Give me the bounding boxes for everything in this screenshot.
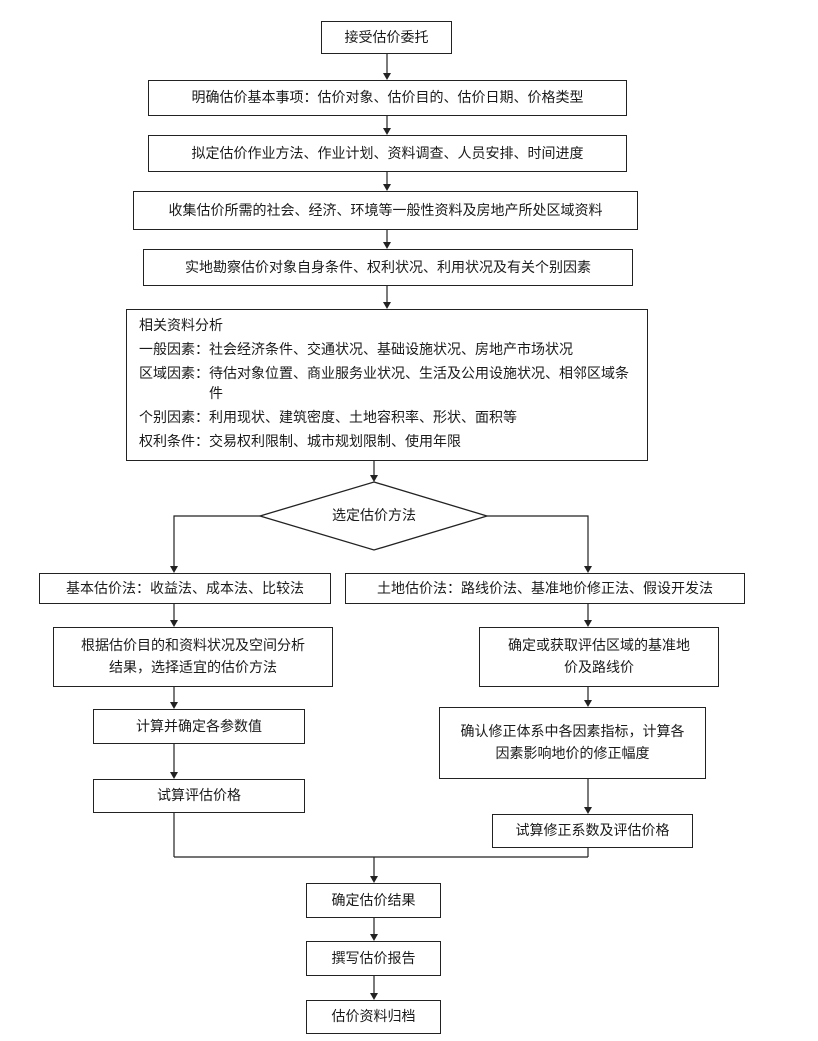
factor-box: 确认修正体系中各因素指标，计算各 因素影响地价的修正幅度 [439,707,706,779]
arrowhead [370,876,378,883]
basic-methods-box: 基本估价法：收益法、成本法、比较法 [39,573,331,604]
analysis-row-regional: 区域因素： 待估对象位置、商业服务业状况、生活及公用设施状况、相邻区域条件 [139,364,637,404]
result-box: 确定估价结果 [306,883,441,918]
branch-left [173,515,260,567]
step-collect: 收集估价所需的社会、经济、环境等一般性资料及房地产所处区域资料 [133,191,638,230]
archive-box: 估价资料归档 [306,1000,441,1034]
arrowhead [370,934,378,941]
arrowhead [170,702,178,709]
arrowhead [370,475,378,482]
arrowhead [383,184,391,191]
analysis-box: 相关资料分析 一般因素： 社会经济条件、交通状况、基础设施状况、房地产市场状况 … [126,309,648,461]
analysis-value: 利用现状、建筑密度、土地容积率、形状、面积等 [209,410,517,426]
base-price-line2: 价及路线价 [564,660,634,676]
analysis-value: 待估对象位置、商业服务业状况、生活及公用设施状况、相邻区域条件 [209,366,629,402]
result-label: 确定估价结果 [331,892,416,909]
arrowhead [584,566,592,573]
step-survey-label: 实地勘察估价对象自身条件、权利状况、利用状况及有关个别因素 [185,259,591,276]
analysis-value: 社会经济条件、交通状况、基础设施状况、房地产市场状况 [209,342,573,358]
factor-line1: 确认修正体系中各因素指标，计算各 [460,724,685,740]
params-label: 计算并确定各参数值 [136,718,262,735]
arrowhead [383,73,391,80]
step-accept-label: 接受估价委托 [344,29,429,46]
step-collect-label: 收集估价所需的社会、经济、环境等一般性资料及房地产所处区域资料 [168,202,603,219]
step-plan: 拟定估价作业方法、作业计划、资料调查、人员安排、时间进度 [148,135,627,172]
archive-label: 估价资料归档 [331,1009,416,1025]
arrowhead [584,620,592,627]
right-trial-box: 试算修正系数及评估价格 [492,814,693,848]
step-survey: 实地勘察估价对象自身条件、权利状况、利用状况及有关个别因素 [143,249,633,286]
branch-right [487,515,589,567]
report-box: 撰写估价报告 [306,941,441,976]
land-methods-label: 土地估价法：路线价法、基准地价修正法、假设开发法 [377,580,713,597]
land-methods-box: 土地估价法：路线价法、基准地价修正法、假设开发法 [345,573,745,604]
arrowhead [584,807,592,814]
left-trial-box: 试算评估价格 [93,779,305,813]
basic-methods-label: 基本估价法：收益法、成本法、比较法 [66,580,304,597]
select-method-line1: 根据估价目的和资料状况及空间分析 [81,638,305,654]
right-trial-label: 试算修正系数及评估价格 [515,823,670,839]
params-box: 计算并确定各参数值 [93,709,305,744]
left-trial-label: 试算评估价格 [157,788,241,804]
factor-line2: 因素影响地价的修正幅度 [495,746,650,762]
arrowhead [383,128,391,135]
arrowhead [170,566,178,573]
decision-label: 选定估价方法 [332,508,416,524]
arrowhead [383,302,391,309]
step-plan-label: 拟定估价作业方法、作业计划、资料调查、人员安排、时间进度 [191,145,584,162]
step-clarify: 明确估价基本事项：估价对象、估价目的、估价日期、价格类型 [148,80,627,116]
arrowhead [584,700,592,707]
analysis-key: 区域因素： [139,366,209,382]
base-price-line1: 确定或获取评估区域的基准地 [508,638,690,654]
step-accept: 接受估价委托 [321,21,452,54]
base-price-box: 确定或获取评估区域的基准地 价及路线价 [479,627,719,687]
select-method-box: 根据估价目的和资料状况及空间分析 结果，选择适宜的估价方法 [53,627,333,687]
arrowhead [170,772,178,779]
analysis-value: 交易权利限制、城市规划限制、使用年限 [209,434,461,450]
select-method-line2: 结果，选择适宜的估价方法 [109,660,277,676]
analysis-key: 一般因素： [139,342,209,358]
report-label: 撰写估价报告 [331,950,416,967]
decision-diamond [257,481,490,551]
analysis-row-general: 一般因素： 社会经济条件、交通状况、基础设施状况、房地产市场状况 [139,340,637,360]
analysis-row-rights: 权利条件： 交易权利限制、城市规划限制、使用年限 [139,432,637,452]
step-clarify-label: 明确估价基本事项：估价对象、估价目的、估价日期、价格类型 [191,90,584,106]
analysis-key: 个别因素： [139,410,209,426]
arrowhead [170,620,178,627]
arrowhead [370,993,378,1000]
analysis-key: 权利条件： [139,434,209,450]
analysis-row-individual: 个别因素： 利用现状、建筑密度、土地容积率、形状、面积等 [139,408,637,428]
arrowhead [383,242,391,249]
analysis-title: 相关资料分析 [139,318,223,334]
